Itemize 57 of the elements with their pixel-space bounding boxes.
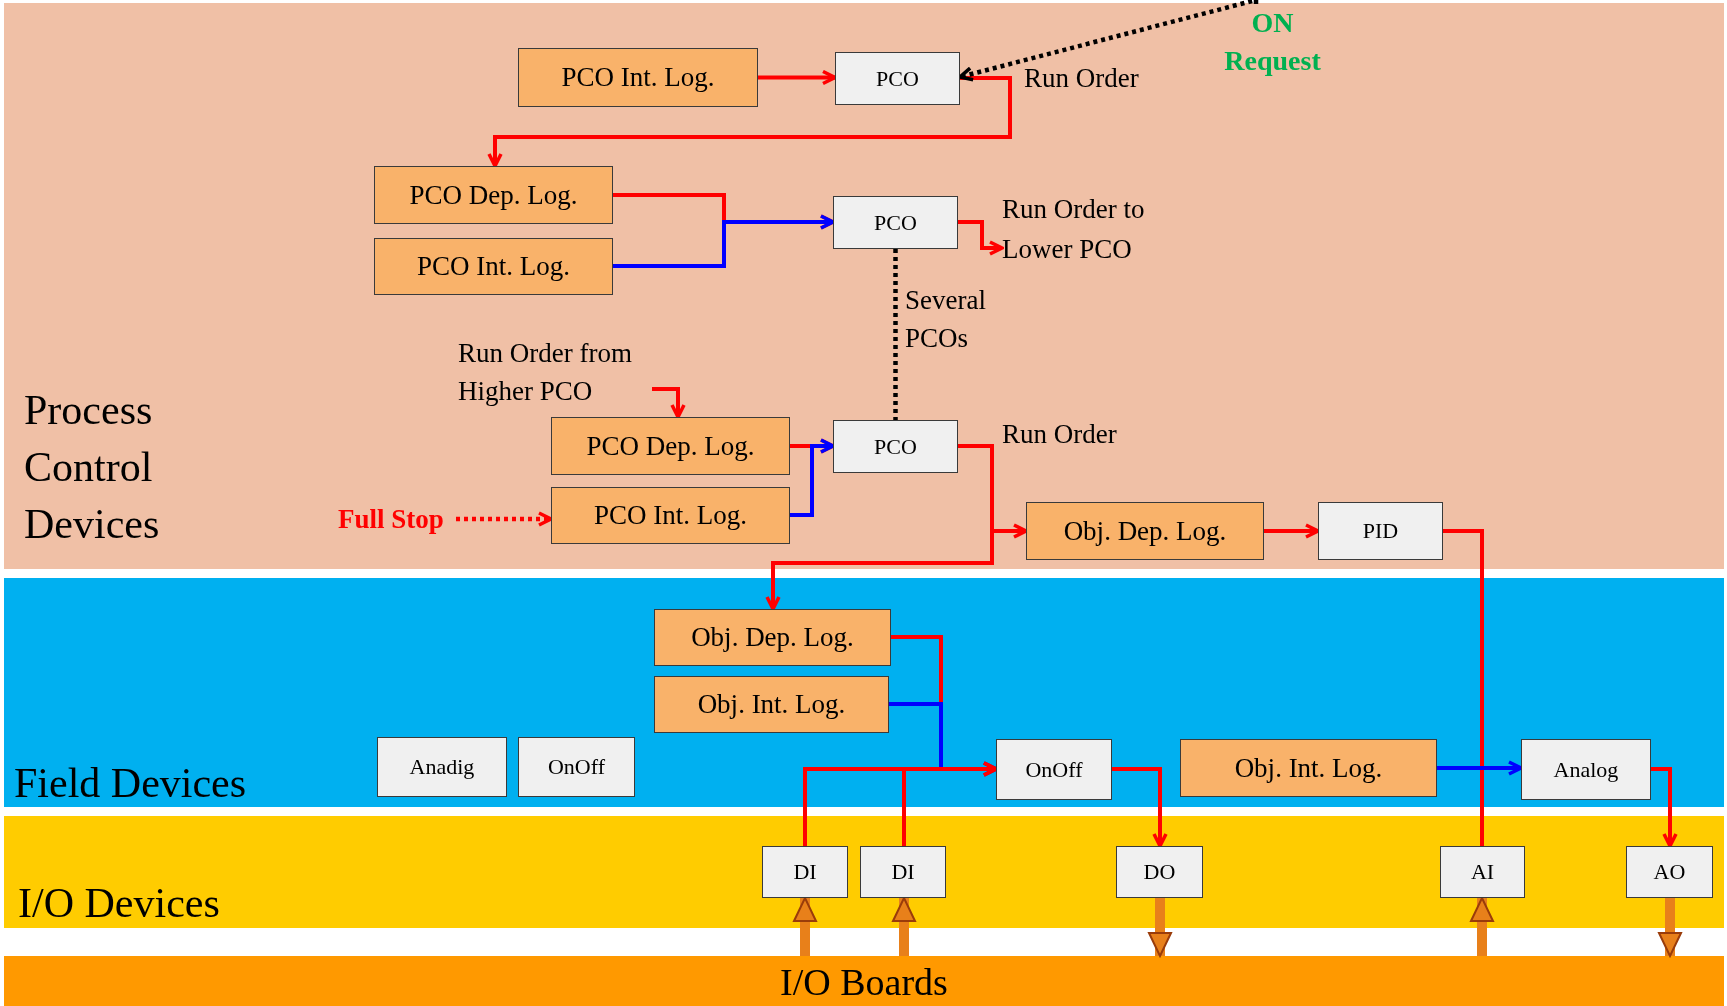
connector-line xyxy=(1443,529,1484,846)
logic-box: PCO Int. Log. xyxy=(551,487,790,544)
logic-box: PCO Int. Log. xyxy=(374,238,613,295)
logic-box: Obj. Dep. Log. xyxy=(654,609,891,666)
logic-box: PCO Dep. Log. xyxy=(551,417,790,475)
signal-label: Full Stop xyxy=(326,502,456,536)
object-box: OnOff xyxy=(996,739,1112,800)
edge-label: Several PCOs xyxy=(905,284,987,355)
logic-box: Obj. Dep. Log. xyxy=(1026,502,1264,560)
trigger-label: ON Request xyxy=(1205,4,1340,80)
arrow xyxy=(1437,760,1523,776)
object-box: PID xyxy=(1318,502,1443,560)
object-box: PCO xyxy=(833,196,958,249)
block-arrow xyxy=(1658,898,1682,957)
layer-label: I/O Devices xyxy=(18,879,221,927)
layer-label: I/O Boards xyxy=(779,960,949,1005)
object-box: AI xyxy=(1440,846,1525,898)
logic-box: Obj. Int. Log. xyxy=(1180,739,1437,797)
arrow xyxy=(1112,767,1168,848)
layer-band xyxy=(4,816,1724,928)
annotation-text: Run Order to Lower PCO xyxy=(1002,189,1202,269)
object-box: OnOff xyxy=(518,737,635,797)
annotation-text: Run Order xyxy=(1002,418,1118,450)
object-box: DO xyxy=(1116,846,1203,898)
arrow xyxy=(613,214,835,268)
connector-line xyxy=(893,249,898,420)
arrow xyxy=(456,511,553,527)
logic-box: PCO Dep. Log. xyxy=(374,166,613,224)
layer-label: Field Devices xyxy=(14,759,248,807)
arrow xyxy=(902,761,998,846)
block-arrow xyxy=(1470,897,1494,956)
logic-box: Obj. Int. Log. xyxy=(654,676,889,733)
object-box: DI xyxy=(860,846,946,898)
layer-band xyxy=(4,578,1724,807)
layer-band xyxy=(4,3,1724,569)
layer-band xyxy=(4,956,1724,1006)
arrow xyxy=(487,76,1012,168)
layer-label: Process Control Devices xyxy=(24,386,161,549)
annotation-text: Run Order xyxy=(1024,62,1140,94)
object-box: DI xyxy=(762,846,848,898)
object-box: Anadig xyxy=(377,737,507,797)
annotation-text: Run Order from Higher PCO xyxy=(458,337,633,408)
arrow xyxy=(1264,523,1320,539)
arrow xyxy=(758,69,837,86)
object-box: AO xyxy=(1626,846,1713,898)
block-arrow xyxy=(1148,898,1172,957)
arrow xyxy=(1651,767,1678,848)
block-arrow xyxy=(793,897,817,956)
logic-box: PCO Int. Log. xyxy=(518,48,758,107)
arrow xyxy=(958,0,1259,82)
object-box: Analog xyxy=(1521,739,1651,800)
arrow xyxy=(958,220,1004,256)
object-box: PCO xyxy=(833,420,958,473)
block-arrow xyxy=(892,897,916,956)
object-box: PCO xyxy=(835,52,960,105)
arrow xyxy=(652,387,686,419)
arrow xyxy=(790,438,835,517)
